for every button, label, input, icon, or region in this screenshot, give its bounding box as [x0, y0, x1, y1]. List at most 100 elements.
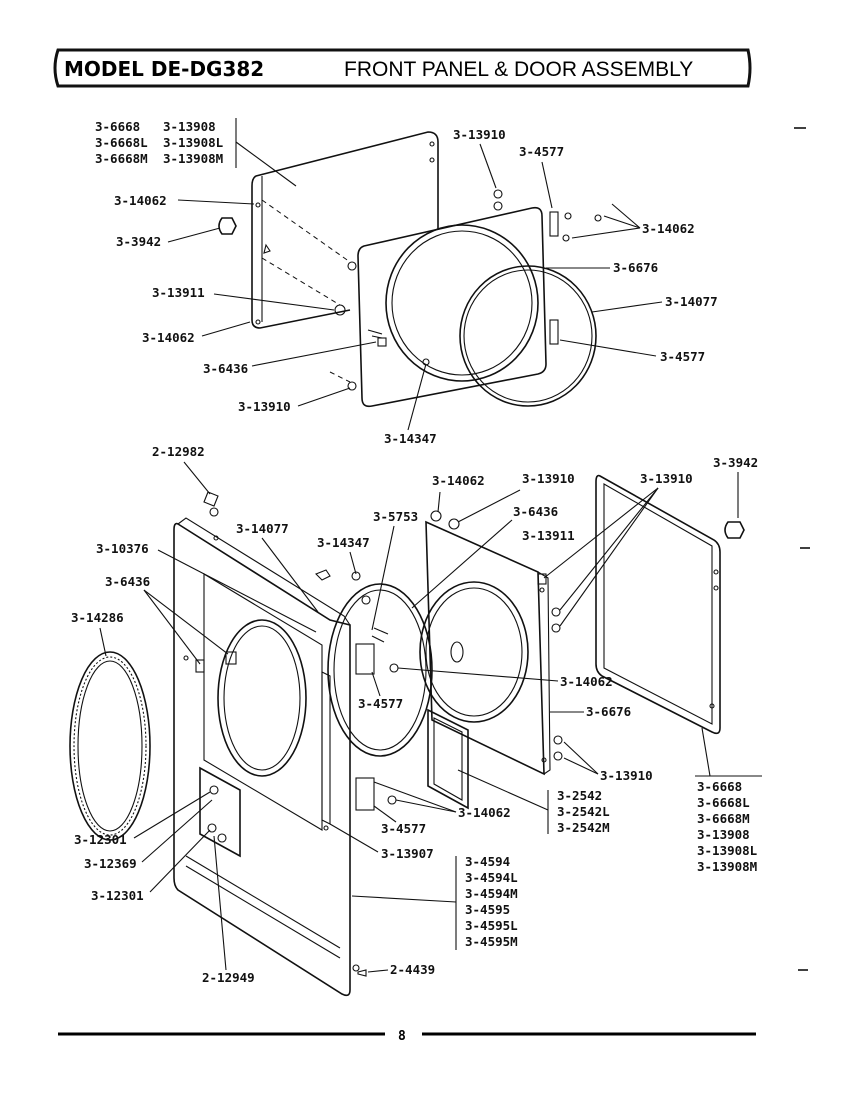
callout-3-13908: 3-13908	[163, 119, 216, 134]
bumper-icon	[724, 521, 745, 539]
callout-3-13908L: 3-13908L	[163, 135, 224, 150]
callout-3-6668M: 3-6668M	[95, 151, 148, 166]
callout-3-4577: 3-4577	[519, 144, 564, 159]
callout-3-12369: 3-12369	[84, 856, 137, 871]
leader-line	[183, 461, 211, 495]
screw-icon	[430, 510, 442, 522]
catch-bracket	[195, 659, 205, 673]
callout-3-13911: 3-13911	[522, 528, 575, 543]
callout-3-6668: 3-6668	[95, 119, 140, 134]
panel-hole	[539, 587, 545, 593]
callout-3-14062: 3-14062	[142, 330, 195, 345]
switch-bracket	[199, 766, 241, 858]
panel-hole	[713, 569, 719, 575]
leader-line	[437, 491, 441, 513]
callout-3-4594M: 3-4594M	[465, 886, 518, 901]
callout-3-6668L: 3-6668L	[95, 135, 148, 150]
outer-door-panel-inner	[603, 483, 713, 725]
callout-3-2542M: 3-2542M	[557, 820, 610, 835]
door-hole	[429, 141, 435, 147]
front-panel-inner	[203, 573, 323, 831]
callout-3-14062: 3-14062	[458, 805, 511, 820]
front-panel-assembly: 2-12982 3-14077 3-10376 3-6436 3-14286 3…	[69, 444, 762, 997]
screw-icon	[564, 212, 572, 220]
panel-hole	[352, 964, 360, 972]
door-catch-icon	[367, 329, 383, 339]
model-title: MODEL DE-DG382	[64, 57, 264, 81]
callout-3-3942: 3-3942	[116, 234, 161, 249]
leader-line	[149, 829, 211, 893]
callout-3-14077: 3-14077	[236, 521, 289, 536]
panel-hole	[713, 585, 719, 591]
leader-line	[351, 895, 457, 903]
screw-icon	[217, 833, 227, 843]
bumper-icon	[218, 217, 237, 235]
leader-line	[373, 781, 457, 813]
slot-icon	[321, 671, 331, 825]
callout-3-13910: 3-13910	[522, 471, 575, 486]
callout-3-13908L: 3-13908L	[697, 843, 758, 858]
drum-opening	[419, 581, 529, 723]
screw-icon	[347, 261, 357, 271]
leader-line	[143, 589, 229, 655]
front-panel-opening-inner	[223, 625, 301, 771]
leader-line	[297, 387, 351, 407]
screw-icon	[209, 507, 219, 517]
callout-3-14062: 3-14062	[114, 193, 167, 208]
door-assembly: 3-6668 3-6668L 3-6668M 3-13908 3-13908L …	[95, 118, 718, 446]
leader-line	[559, 487, 659, 627]
leader-line	[133, 791, 211, 839]
hinge-bracket	[355, 643, 375, 675]
leader-line	[543, 487, 659, 579]
door-seal-gasket	[69, 651, 151, 841]
front-panel	[173, 522, 351, 997]
front-bulkhead-edge	[537, 571, 551, 775]
callout-3-6668L: 3-6668L	[697, 795, 750, 810]
callout-3-4595M: 3-4595M	[465, 934, 518, 949]
callout-3-13910: 3-13910	[453, 127, 506, 142]
callout-3-6676: 3-6676	[586, 704, 631, 719]
leader-line	[261, 537, 319, 613]
leader-line	[373, 805, 397, 823]
screw-icon	[357, 969, 367, 977]
leader-line	[701, 727, 711, 777]
callout-3-4594: 3-4594	[465, 854, 510, 869]
leader-line	[141, 799, 213, 863]
callout-3-5753: 3-5753	[373, 509, 418, 524]
leader-line	[411, 519, 513, 609]
screw-icon	[361, 595, 371, 605]
callout-3-14347: 3-14347	[384, 431, 437, 446]
callout-3-14347: 3-14347	[317, 535, 370, 550]
leader-line	[213, 293, 335, 311]
callout-3-4594L: 3-4594L	[465, 870, 518, 885]
lint-duct-inner	[433, 717, 463, 801]
screw-icon	[562, 234, 570, 242]
leader-line	[563, 757, 599, 775]
callout-3-4577: 3-4577	[358, 696, 403, 711]
panel-hole	[541, 757, 547, 763]
footer: 8	[58, 127, 810, 1044]
callout-3-13910: 3-13910	[238, 399, 291, 414]
door-catch-icon	[315, 569, 331, 581]
leader-line	[457, 769, 549, 811]
front-bulkhead-panel	[425, 520, 545, 776]
screw-icon	[594, 214, 602, 222]
leader-line	[99, 627, 107, 657]
door-inner-panel	[357, 206, 547, 408]
leader-line	[395, 799, 457, 813]
callout-2-12949: 2-12949	[202, 970, 255, 985]
callout-3-13911: 3-13911	[152, 285, 205, 300]
front-panel-bottom-lip	[185, 855, 341, 949]
leader-line	[541, 161, 553, 209]
hinge-plate	[549, 319, 559, 345]
screw-icon	[207, 823, 217, 833]
screw-icon	[389, 663, 399, 673]
header: MODEL DE-DG382 FRONT PANEL & DOOR ASSEMB…	[53, 48, 752, 88]
leader-line	[371, 671, 381, 697]
bulkhead-ring-inner	[333, 589, 427, 751]
leader-line	[571, 227, 641, 239]
screw-icon	[347, 381, 357, 391]
callout-3-6436: 3-6436	[105, 574, 150, 589]
callout-3-12301: 3-12301	[91, 888, 144, 903]
leader-line	[213, 835, 227, 971]
